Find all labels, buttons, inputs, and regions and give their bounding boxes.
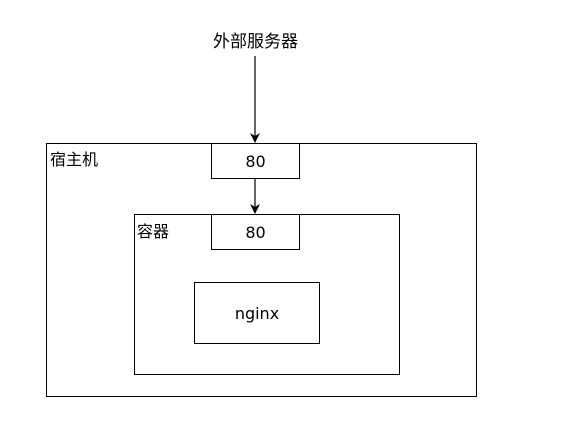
container-label: 容器 (137, 222, 170, 241)
nginx-label: nginx (234, 303, 280, 323)
external-server-label: 外部服务器 (213, 32, 298, 52)
container-port-label: 80 (245, 222, 266, 242)
host-machine-label: 宿主机 (50, 150, 99, 169)
container-port-box: 80 (211, 214, 300, 250)
host-port-label: 80 (245, 151, 266, 171)
host-port-box: 80 (211, 143, 300, 179)
nginx-box: nginx (194, 282, 320, 344)
